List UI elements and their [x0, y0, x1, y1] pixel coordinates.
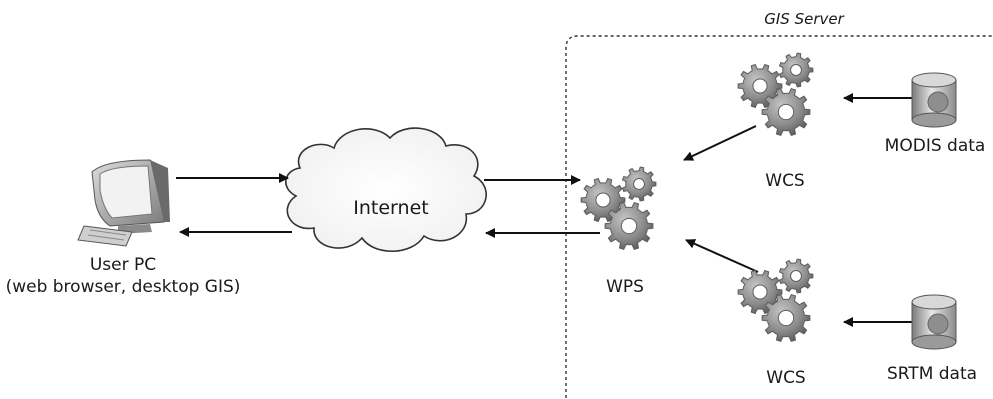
- gis-server-boundary: [565, 35, 993, 398]
- gear-hub: [790, 270, 802, 282]
- user-pc-sublabel: (web browser, desktop GIS): [5, 277, 241, 297]
- arrow-wcs-top-to-wps: [683, 125, 757, 161]
- wcs-top-gears-icon: [737, 52, 814, 137]
- user-pc-icon: [77, 159, 170, 247]
- gear-hub: [633, 178, 645, 190]
- modis-database-icon: [911, 72, 957, 128]
- gear-hub: [620, 217, 638, 235]
- srtm-database-icon: [911, 294, 957, 350]
- gis-server-title: GIS Server: [764, 10, 844, 28]
- gear-hub: [777, 103, 795, 121]
- wps-label: WPS: [606, 277, 644, 297]
- internet-label: Internet: [353, 197, 429, 219]
- wcs-bottom-label: WCS: [766, 368, 806, 388]
- srtm-data-label: SRTM data: [886, 364, 978, 384]
- user-pc-label: User PC: [89, 255, 157, 275]
- gear-hub: [777, 309, 795, 327]
- internet-cloud: [285, 127, 487, 253]
- gear-hub: [595, 192, 611, 208]
- wps-gears-icon: [580, 166, 657, 251]
- modis-data-label: MODIS data: [884, 136, 986, 156]
- gear-hub: [752, 284, 768, 300]
- gear-hub: [790, 64, 802, 76]
- wcs-top-label: WCS: [765, 171, 805, 191]
- wcs-bottom-gears-icon: [737, 258, 814, 343]
- arrow-wcs-bottom-to-wps: [685, 239, 759, 273]
- gear-hub: [752, 78, 768, 94]
